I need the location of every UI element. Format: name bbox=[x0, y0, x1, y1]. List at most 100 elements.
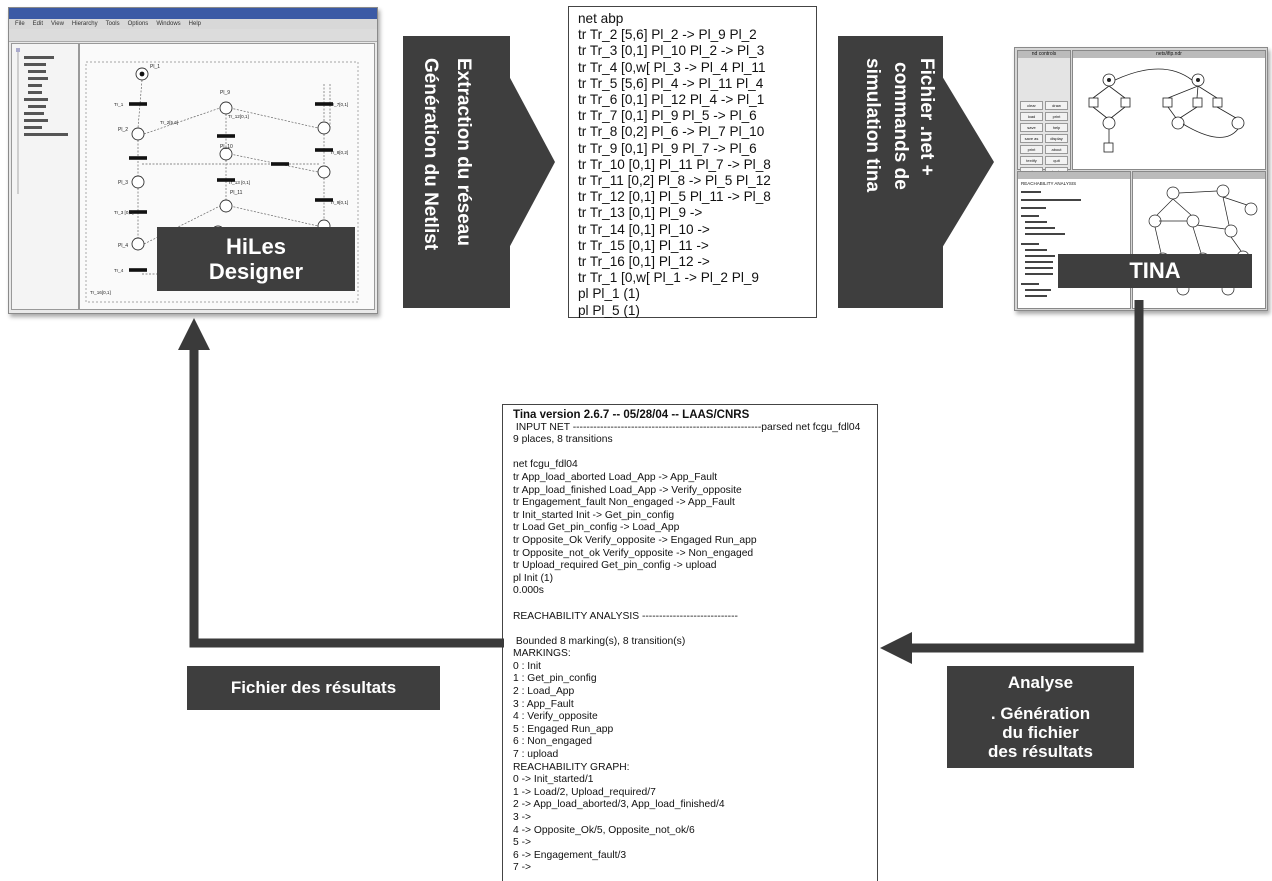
menu-item[interactable]: View bbox=[51, 21, 64, 27]
menu-item[interactable]: File bbox=[15, 21, 25, 27]
hierarchy-tree-panel bbox=[11, 43, 79, 310]
hiles-designer-screenshot: File Edit View Hierarchy Tools Options Windows… bbox=[8, 7, 378, 314]
tina-control-button[interactable]: print bbox=[1045, 112, 1068, 121]
menu-item[interactable]: Edit bbox=[32, 21, 44, 27]
tina-control-button[interactable]: print bbox=[1020, 145, 1043, 154]
net-arc bbox=[229, 153, 319, 173]
net-transition bbox=[129, 210, 147, 214]
analyse-line1: Analyse bbox=[1007, 673, 1074, 692]
netlist-line: pl Pl_5 (1) bbox=[578, 302, 640, 318]
results-line: tr Opposite_Ok Verify_opposite -> Engage… bbox=[513, 534, 757, 546]
results-line: 3 : App_Fault bbox=[513, 698, 574, 710]
menu-item[interactable]: Windows bbox=[156, 21, 181, 27]
net-transition-label: Tr_12[0,1] bbox=[228, 114, 249, 119]
results-line: 2 : Load_App bbox=[513, 686, 575, 698]
menu-item[interactable]: Help bbox=[188, 21, 201, 27]
tina-net-title: nets/ifip.ndr bbox=[1073, 51, 1265, 58]
tina-controls-title: nd controls bbox=[1018, 51, 1070, 58]
results-line: 6 -> Engagement_fault/3 bbox=[513, 849, 627, 861]
net-transition bbox=[217, 178, 235, 182]
net-transition bbox=[315, 148, 333, 152]
net-place-label: Pl_1 bbox=[150, 64, 160, 70]
netlist-line: tr Tr_8 [0,2] Pl_6 -> Pl_7 Pl_10 bbox=[578, 124, 765, 140]
results-line: 3 -> bbox=[513, 812, 532, 823]
results-line: 1 : Get_pin_config bbox=[513, 673, 597, 685]
netlist-line: tr Tr_11 [0,2] Pl_8 -> Pl_5 Pl_12 bbox=[578, 173, 771, 189]
tina-control-button[interactable]: save as bbox=[1020, 134, 1043, 143]
netlist-line: tr Tr_15 [0,1] Pl_11 -> bbox=[578, 237, 709, 253]
net-place-label: Pl_9 bbox=[220, 90, 230, 96]
analyse-line4: des résultats bbox=[988, 742, 1093, 761]
net-transition-label: Tr_7[0,1] bbox=[330, 102, 348, 107]
results-line: 4 : Verify_opposite bbox=[513, 711, 598, 723]
tina-control-button[interactable]: help bbox=[1045, 123, 1068, 132]
net-transition bbox=[217, 134, 235, 138]
menu-item[interactable]: Hierarchy bbox=[71, 21, 98, 27]
results-line: 7 : upload bbox=[513, 749, 559, 761]
results-line: tr App_load_aborted Load_App -> App_Faul… bbox=[513, 471, 718, 483]
results-line: tr Init_started Init -> Get_pin_config bbox=[513, 509, 675, 521]
results-line: tr Load Get_pin_config -> Load_App bbox=[513, 522, 680, 534]
results-line: MARKINGS: bbox=[513, 648, 571, 660]
extraction-arrow-head bbox=[509, 76, 555, 248]
net-transition-label: Tr_1 bbox=[114, 102, 124, 107]
hiles-label-line1: HiLes bbox=[226, 234, 286, 259]
net-place-label: Pl_10 bbox=[220, 144, 233, 150]
results-line: 4 -> Opposite_Ok/5, Opposite_not_ok/6 bbox=[513, 824, 695, 836]
tina-results-box: Tina version 2.6.7 -- 05/28/04 -- LAAS/C… bbox=[502, 404, 878, 881]
fichier-resultats-label: Fichier des résultats bbox=[187, 666, 440, 710]
fichier-arrow-body bbox=[838, 36, 943, 308]
tina-control-button[interactable]: display bbox=[1045, 134, 1068, 143]
tina-control-button[interactable]: load bbox=[1020, 112, 1043, 121]
extraction-arrow-body bbox=[403, 36, 510, 308]
tina-graph-titlebar bbox=[1133, 172, 1265, 179]
netlist-line: tr Tr_5 [5,6] Pl_4 -> Pl_11 Pl_4 bbox=[578, 75, 764, 91]
tina-control-button[interactable]: clear bbox=[1020, 101, 1043, 110]
tina-control-button[interactable]: draw bbox=[1045, 101, 1068, 110]
net-place-label: Pl_3 bbox=[118, 180, 128, 186]
net-transition-label: Tr_8[0,2] bbox=[330, 150, 348, 155]
net-transition bbox=[271, 162, 289, 166]
tina-control-button[interactable]: textify bbox=[1020, 156, 1043, 165]
results-line: 2 -> App_load_aborted/3, App_load_finish… bbox=[513, 799, 725, 811]
results-line: REACHABILITY ANALYSIS ------------------… bbox=[513, 610, 738, 622]
net-transition bbox=[129, 102, 147, 106]
results-line bbox=[513, 447, 877, 460]
results-line: Bounded 8 marking(s), 8 transition(s) bbox=[513, 635, 686, 647]
net-arc bbox=[137, 79, 143, 129]
results-line: 5 -> bbox=[513, 837, 532, 849]
menu-item[interactable]: Options bbox=[127, 21, 149, 27]
tina-net-graph bbox=[1088, 68, 1245, 153]
tina-control-button[interactable]: about bbox=[1045, 145, 1068, 154]
results-line: pl Init (1) bbox=[513, 572, 554, 584]
results-line: 0 : Init bbox=[513, 660, 542, 672]
menu-item[interactable]: Tools bbox=[105, 21, 120, 27]
results-line: 6 : Non_engaged bbox=[513, 736, 593, 748]
tina-state-graph-window bbox=[1132, 171, 1266, 309]
net-transition bbox=[315, 198, 333, 202]
net-place bbox=[219, 101, 233, 115]
tree-lines bbox=[16, 48, 68, 194]
tina-control-button[interactable]: save bbox=[1020, 123, 1043, 132]
netlist-line: tr Tr_3 [0,1] Pl_10 Pl_2 -> Pl_3 bbox=[578, 43, 765, 59]
netlist-line: tr Tr_4 [0,w[ Pl_3 -> Pl_4 Pl_11 bbox=[578, 59, 766, 75]
net-place bbox=[131, 237, 145, 251]
netlist-line: tr Tr_13 [0,1] Pl_9 -> bbox=[578, 205, 703, 221]
results-line: tr Upload_required Get_pin_config -> upl… bbox=[513, 560, 717, 572]
results-line: tr App_load_finished Load_App -> Verify_… bbox=[513, 484, 742, 496]
results-line: net fcgu_fdl04 bbox=[513, 459, 578, 471]
net-frame bbox=[85, 61, 359, 303]
results-line bbox=[513, 598, 877, 611]
netlist-line: tr Tr_10 [0,1] Pl_11 Pl_7 -> Pl_8 bbox=[578, 156, 771, 172]
results-line: 9 places, 8 transitions bbox=[513, 434, 613, 446]
net-transition bbox=[129, 156, 147, 160]
results-line bbox=[513, 623, 877, 636]
results-line: 5 : Engaged Run_app bbox=[513, 723, 614, 735]
net-arc bbox=[143, 205, 221, 245]
tina-label: TINA bbox=[1058, 254, 1252, 288]
net-token bbox=[139, 71, 145, 77]
tina-reach-heading: REACHABILITY ANALYSIS bbox=[1021, 181, 1077, 186]
tina-control-button[interactable]: quit bbox=[1045, 156, 1068, 165]
